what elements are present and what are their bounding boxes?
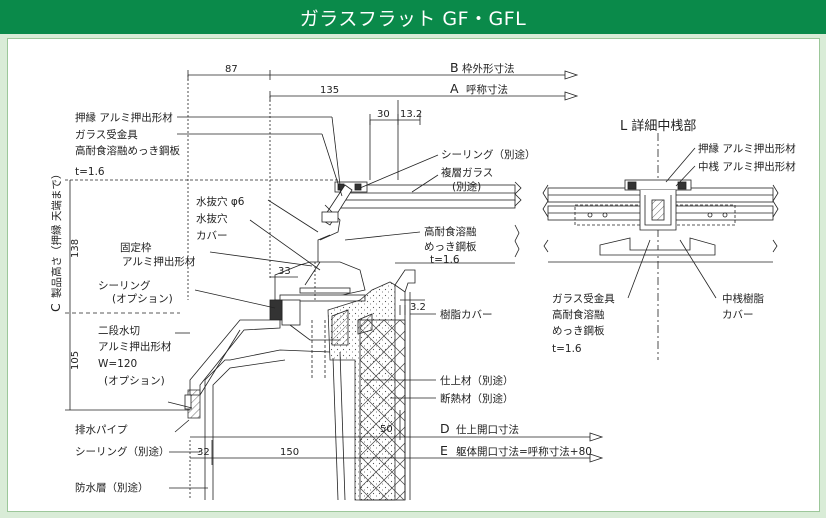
dim-135: 135: [320, 85, 339, 96]
dim-87: 87: [225, 64, 238, 75]
dim-13-2: 13.2: [400, 109, 422, 120]
label-jushi: 樹脂カバー: [440, 308, 493, 321]
dim-138: 138: [70, 239, 81, 258]
dim-e-text: 躯体開口寸法=呼称寸法+80: [456, 445, 592, 458]
label-oshibuchi: 押縁 アルミ押出形材: [75, 111, 173, 124]
label-glass-uke-2: 高耐食溶融めっき鋼板: [75, 144, 180, 157]
dim-105: 105: [70, 351, 81, 370]
label-sealing-betto: シーリング（別途）: [75, 445, 170, 458]
dim-c-text: 製品高さ（押縁 天端まで）: [50, 169, 63, 298]
detail-glass-uke-1: ガラス受金具: [552, 292, 615, 305]
label-mizunuki-cover-1: 水抜穴: [196, 212, 228, 225]
label-kotai-3: t=1.6: [430, 254, 460, 266]
dim-e-letter: E: [440, 443, 448, 458]
label-haisui: 排水パイプ: [75, 423, 128, 436]
label-sealing-right: シーリング（別途）: [441, 148, 536, 161]
dim-a-letter: A: [450, 81, 459, 96]
detail-jushi-1: 中桟樹脂: [722, 292, 764, 305]
dim-d-text: 仕上開口寸法: [456, 423, 519, 436]
label-nidan-2: アルミ押出形材: [98, 340, 172, 353]
label-fukuso-2: (別途): [452, 180, 481, 193]
detail-nakasan: 中桟 アルミ押出形材: [698, 160, 796, 173]
detail-glass-uke-4: t=1.6: [552, 343, 582, 355]
dim-c-letter: C: [48, 303, 63, 312]
page-title: ガラスフラット GF・GFL: [0, 0, 826, 34]
label-kotai-2: めっき鋼板: [424, 240, 477, 253]
label-kotai-1: 高耐食溶融: [424, 225, 477, 238]
label-sealing-opt-1: シーリング: [98, 279, 151, 292]
label-sealing-opt-2: (オプション): [112, 293, 173, 305]
label-koteiwaku-1: 固定枠: [120, 241, 152, 254]
dim-d-letter: D: [440, 421, 450, 436]
detail-title: L 詳細中桟部: [620, 118, 696, 134]
label-shiage: 仕上材（別途）: [440, 374, 514, 387]
label-koteiwaku-2: アルミ押出形材: [122, 255, 196, 268]
detail-glass-uke-3: めっき鋼板: [552, 324, 605, 337]
label-nidan-3: W=120: [98, 358, 137, 370]
label-dannetsu: 断熱材（別途）: [440, 392, 514, 405]
dim-33: 33: [278, 266, 291, 277]
label-nidan-4: (オプション): [104, 375, 165, 387]
label-mizunuki-cover-2: カバー: [196, 230, 228, 242]
detail-oshibuchi: 押縁 アルミ押出形材: [698, 142, 796, 155]
dim-b-letter: B: [450, 60, 459, 75]
dim-150: 150: [280, 447, 299, 458]
label-nidan-1: 二段水切: [98, 324, 140, 337]
dim-50: 50: [380, 424, 393, 435]
dim-30: 30: [377, 109, 390, 120]
label-glass-uke-1: ガラス受金具: [75, 128, 138, 141]
dim-b-text: 枠外形寸法: [462, 62, 515, 75]
detail-jushi-2: カバー: [722, 309, 754, 321]
dim-3-2: 3.2: [410, 302, 426, 313]
dim-32: 32: [197, 447, 210, 458]
label-fukuso-1: 複層ガラス: [441, 166, 493, 179]
label-glass-uke-3: t=1.6: [75, 166, 105, 178]
detail-glass-uke-2: 高耐食溶融: [552, 308, 605, 321]
label-mizunuki: 水抜穴 φ6: [196, 195, 245, 208]
dim-a-text: 呼称寸法: [466, 83, 508, 96]
label-bousui: 防水層（別途）: [75, 481, 149, 494]
